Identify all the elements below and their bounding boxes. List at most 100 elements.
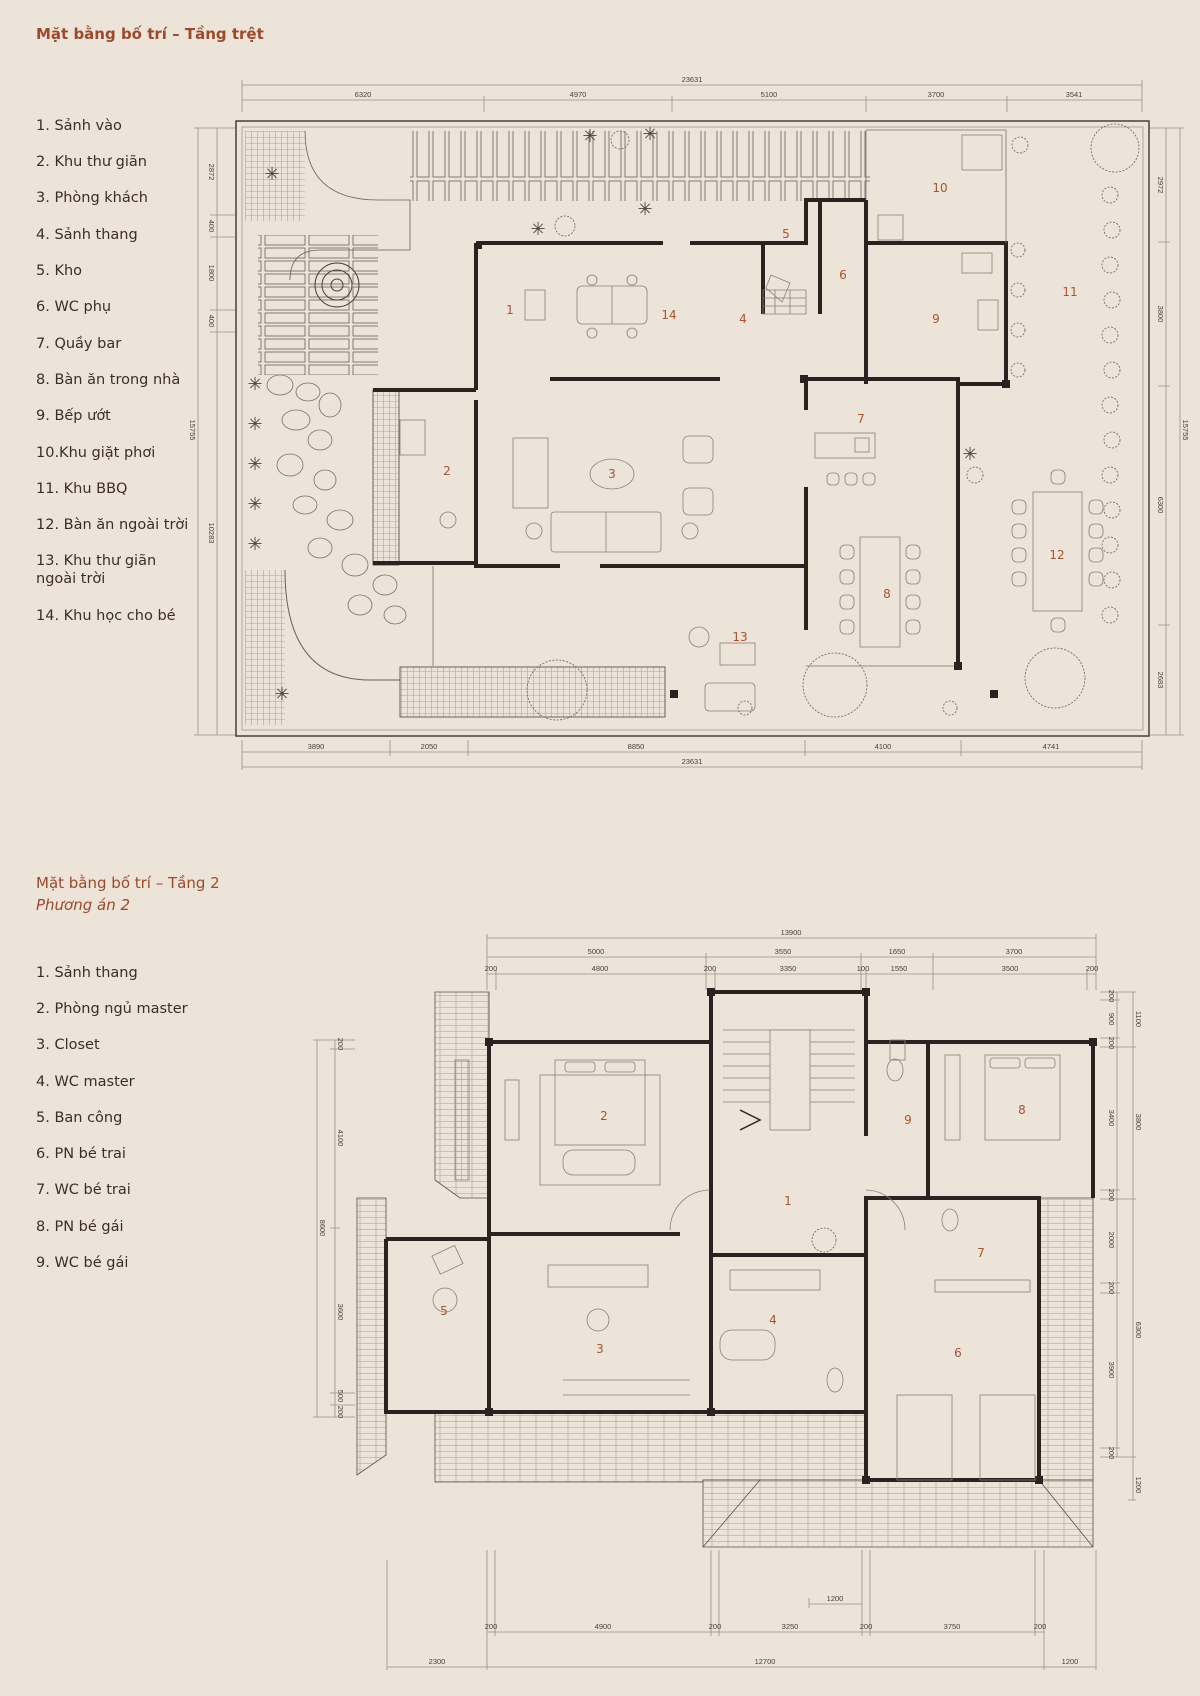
dim-label: 1200 [1062,1657,1079,1666]
dim-label: 3800 [1156,306,1165,323]
legend-item: 6. WC phụ [36,299,112,315]
second-floor-furniture [431,1029,1061,1481]
tiled-planter [245,570,285,725]
svg-text:✳: ✳ [247,414,262,435]
dim-label: 100 [857,964,870,973]
dim-label: 4741 [1043,742,1060,751]
dim-label: 1200 [827,1594,844,1603]
dim-label: 400 [207,220,216,233]
svg-text:✳: ✳ [274,684,289,705]
tiled-planter [245,131,305,221]
dim-label: 200 [1086,964,1099,973]
room-number-9: 9 [904,1113,912,1127]
dim-label: 4100 [336,1130,345,1147]
dim-label: 400 [207,315,216,328]
dim-label: 12700 [755,1657,776,1666]
svg-text:✳: ✳ [247,374,262,395]
planter-strip [399,666,666,718]
dim-label: 3900 [1107,1362,1116,1379]
svg-text:✳: ✳ [962,444,977,465]
dim-label: 3500 [1002,964,1019,973]
legend-item: 4. Sảnh thang [36,227,138,243]
room-number-8: 8 [883,587,891,601]
legend-item: 7. WC bé trai [36,1182,131,1198]
legend-item: 9. WC bé gái [36,1255,129,1271]
dim-label: 4970 [570,90,587,99]
dim-label: 3550 [775,947,792,956]
stepping-stones [266,374,407,625]
planter-strip [372,389,400,566]
dim-label: 6300 [1156,497,1165,514]
dim-label: 3750 [944,1622,961,1631]
room-number-3: 3 [608,467,616,481]
room-number-6: 6 [954,1346,962,1360]
ground-floor-dimensions: 23631 6320 4970 5100 3700 3541 3890 2050… [188,75,1190,770]
dim-label: 3541 [1066,90,1083,99]
room-number-2: 2 [600,1109,608,1123]
dim-label: 1200 [1134,1477,1143,1494]
dim-label: 3600 [336,1304,345,1321]
svg-text:✳: ✳ [582,126,597,147]
svg-text:✳: ✳ [637,199,652,220]
dim-label: 200 [1107,1447,1116,1460]
legend-item: 8. PN bé gái [36,1219,124,1235]
second-floor-walls [384,988,1097,1484]
dim-label: 5000 [588,947,605,956]
legend-item: 1. Sảnh vào [36,118,122,134]
landscape: ✳ ✳ ✳ ✳ ✳ ✳ ✳ ✳ ✳ ✳ ✳ ✳ [245,123,1140,725]
dim-label: 2872 [207,164,216,181]
legend-item: 12. Bàn ăn ngoài trời [36,517,189,533]
legend-item: ngoài trời [36,571,106,587]
dim-label: 3400 [1107,1110,1116,1127]
dim-label: 900 [1107,1013,1116,1026]
legend-item: 2. Phòng ngủ master [36,1001,188,1017]
dim-label: 3890 [308,742,325,751]
svg-text:✳: ✳ [247,454,262,475]
dim-label: 200 [709,1622,722,1631]
dim-label: 23631 [682,757,703,766]
ground-floor-walls [373,129,1010,698]
room-number-4: 4 [769,1313,777,1327]
dim-label: 200 [1107,1282,1116,1295]
dim-label: 500 [336,1390,345,1403]
ground-floor-plan: 23631 6320 4970 5100 3700 3541 3890 2050… [188,75,1190,770]
dim-label: 2050 [421,742,438,751]
deck-planks [258,235,378,375]
legend-item: 1. Sảnh thang [36,965,138,981]
svg-text:✳: ✳ [642,124,657,145]
dim-label: 8600 [318,1220,327,1237]
dim-label: 5100 [761,90,778,99]
room-number-4: 4 [739,312,747,326]
dim-label: 3700 [1006,947,1023,956]
dim-label: 200 [336,1406,345,1419]
svg-text:✳: ✳ [247,534,262,555]
room-number-14: 14 [661,308,676,322]
second-floor-title: Mặt bằng bố trí – Tầng 2 [36,874,220,892]
room-number-2: 2 [443,464,451,478]
legend-item: 9. Bếp ướt [36,408,111,424]
room-number-9: 9 [932,312,940,326]
room-number-12: 12 [1049,548,1064,562]
dim-label: 4900 [595,1622,612,1631]
svg-text:✳: ✳ [264,164,279,185]
dim-label: 23631 [682,75,703,84]
svg-text:✳: ✳ [530,219,545,240]
legend-item: 5. Kho [36,263,83,279]
dim-label: 4100 [875,742,892,751]
legend-item: 3. Phòng khách [36,190,148,206]
site-boundary-inner [241,126,1144,731]
dim-label: 1650 [889,947,906,956]
dim-label: 6300 [1134,1322,1143,1339]
legend-item: 14. Khu học cho bé [36,608,176,624]
room-number-13: 13 [732,630,747,644]
legend-item: 3. Closet [36,1037,100,1053]
dim-label: 2972 [1156,177,1165,194]
room-number-5: 5 [440,1304,448,1318]
svg-text:✳: ✳ [247,494,262,515]
room-number-1: 1 [506,303,514,317]
legend-item: 6. PN bé trai [36,1146,126,1162]
legend-item: 10.Khu giặt phơi [36,445,156,461]
dim-label: 200 [1107,990,1116,1003]
dim-label: 1100 [1134,1011,1143,1027]
